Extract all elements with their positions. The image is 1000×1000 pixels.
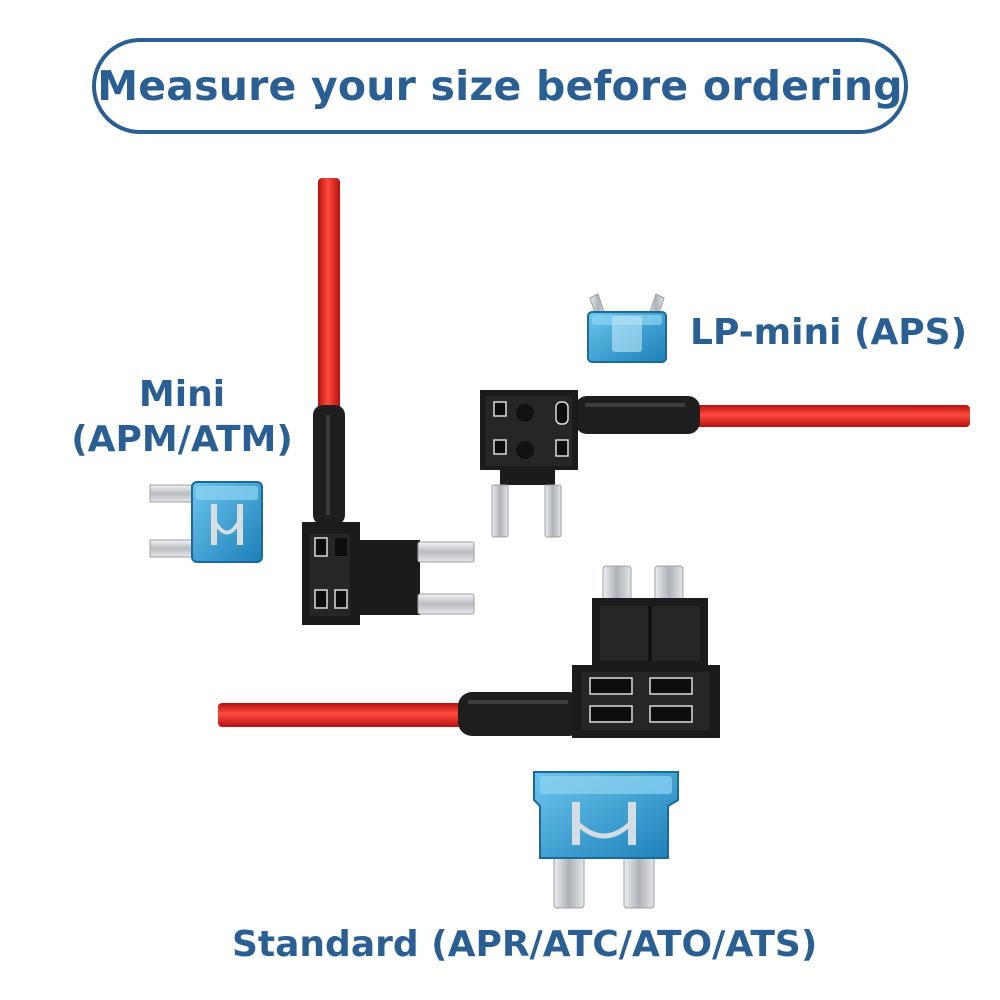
mini-fuse-label: Mini (APM/ATM)	[62, 372, 302, 462]
standard-fuse-label: Standard (APR/ATC/ATO/ATS)	[232, 924, 818, 965]
lp-mini-holder-blade-left	[491, 484, 509, 538]
standard-heatshrink	[458, 692, 583, 736]
mini-fuse	[149, 481, 263, 563]
mini-wire	[318, 178, 340, 418]
mini-fuse-label-line2: (APM/ATM)	[71, 419, 293, 460]
lp-mini-fuse	[587, 293, 667, 363]
lp-mini-wire	[690, 405, 970, 427]
lp-mini-fuse-label: LP-mini (APS)	[690, 312, 968, 353]
mini-holder-blade-top	[417, 541, 475, 563]
lp-mini-holder-blade-right	[544, 484, 562, 538]
mini-fuse-tap	[302, 178, 475, 625]
lp-mini-fuse-tap	[480, 390, 970, 538]
standard-fuse-tap	[218, 565, 720, 738]
standard-fuse	[533, 771, 679, 909]
mini-fuse-label-line1: Mini	[138, 374, 226, 415]
banner-title: Measure your size before ordering	[92, 38, 908, 134]
lp-mini-heatshrink	[575, 396, 700, 434]
mini-holder-blade-bottom	[417, 593, 475, 615]
standard-wire	[218, 703, 473, 727]
